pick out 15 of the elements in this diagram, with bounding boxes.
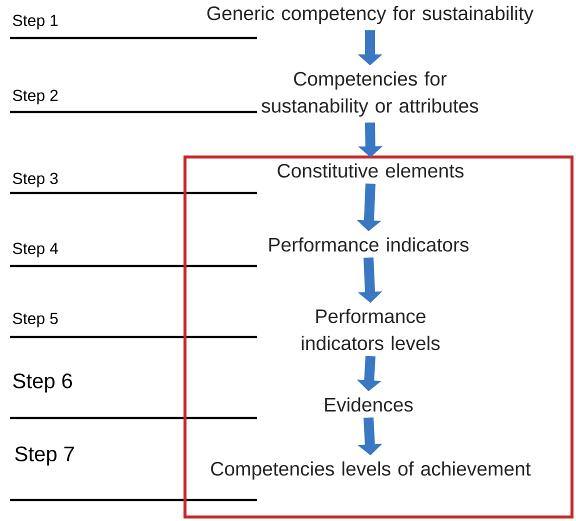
step-label: Step 7 bbox=[15, 446, 74, 466]
step-text: Competencies for sustanability or attributes bbox=[262, 71, 478, 117]
step-text: Performance indicators levels bbox=[302, 308, 440, 350]
step-label: Step 5 bbox=[12, 312, 58, 328]
step-text: Evidences bbox=[325, 397, 413, 412]
step-text: Competencies levels of achievement bbox=[211, 461, 531, 480]
step-label: Step 1 bbox=[12, 14, 58, 30]
step-text: Constitutive elements bbox=[278, 163, 464, 178]
frame-box bbox=[184, 156, 574, 518]
step-label: Step 2 bbox=[12, 90, 58, 104]
step-label: Step 4 bbox=[12, 242, 58, 258]
step-label: Step 3 bbox=[12, 172, 58, 188]
step-label: Step 6 bbox=[13, 373, 72, 392]
step-text: Generic competency for sustainability bbox=[207, 6, 534, 24]
step-text: Performance indicators bbox=[269, 237, 469, 252]
